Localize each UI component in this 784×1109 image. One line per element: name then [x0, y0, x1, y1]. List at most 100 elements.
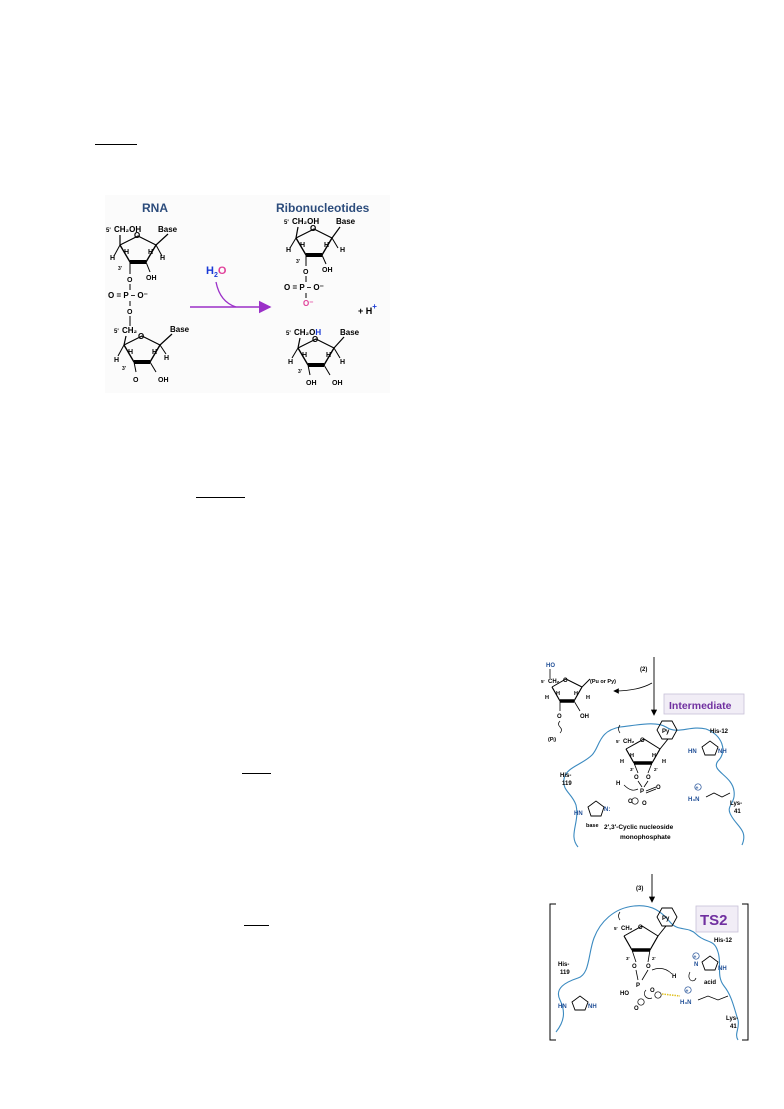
svg-text:monophosphate: monophosphate — [620, 834, 671, 841]
underline-rule — [244, 925, 269, 926]
svg-text:NH: NH — [588, 1004, 597, 1010]
svg-text:5': 5' — [114, 329, 119, 335]
svg-text:NH: NH — [718, 966, 727, 972]
svg-text:Base: Base — [340, 328, 360, 337]
svg-text:H: H — [620, 759, 624, 765]
svg-text:H: H — [630, 753, 634, 759]
svg-text:OH: OH — [332, 380, 343, 387]
svg-text:O: O — [134, 231, 140, 240]
svg-text:5': 5' — [541, 679, 545, 684]
svg-text:His-: His- — [560, 773, 571, 779]
svg-text:O: O — [634, 1006, 639, 1012]
svg-text:2': 2' — [654, 767, 658, 772]
svg-text:(2): (2) — [640, 667, 647, 673]
svg-text:(Pᵢ): (Pᵢ) — [548, 737, 556, 743]
svg-text:O: O — [646, 775, 651, 781]
svg-text:Lys-: Lys- — [730, 801, 742, 807]
ribonucleotide-upper: 5' CH₂OH O Base H H H H 3' OH O O = P – … — [284, 217, 356, 308]
rna-title: RNA — [142, 201, 168, 215]
svg-text:H₃N: H₃N — [688, 797, 699, 803]
svg-text:2': 2' — [652, 956, 656, 961]
svg-text:H: H — [324, 242, 329, 249]
svg-text:O: O — [640, 738, 645, 744]
svg-text:Lys-: Lys- — [726, 1016, 738, 1022]
rna-hydrolysis-figure-bg — [105, 195, 390, 393]
ts2-label: TS2 — [700, 912, 728, 929]
svg-text:Base: Base — [158, 225, 178, 234]
underline-rule — [95, 144, 137, 145]
svg-text:N: N — [694, 962, 698, 968]
released-nucleoside: HO 5' CH₂ O (Pu or Py) H H H H O OH (Pᵢ) — [541, 663, 616, 743]
svg-text:H: H — [574, 691, 578, 697]
svg-text:H: H — [302, 352, 307, 359]
intermediate-figure: HO 5' CH₂ O (Pu or Py) H H H H O OH (Pᵢ)… — [541, 657, 745, 848]
svg-text:O: O — [628, 799, 633, 805]
rna-hydrolysis-figure: RNA Ribonucleotides 5' CH₂OH O Base H H … — [106, 201, 377, 387]
rna-lower-sugar: 5' CH₂ O Base H H H H 3' O OH — [114, 325, 190, 384]
svg-text:119: 119 — [560, 970, 570, 976]
svg-text:119: 119 — [562, 781, 572, 787]
svg-text:H: H — [124, 249, 129, 256]
svg-text:O = P – O⁻: O = P – O⁻ — [284, 283, 324, 292]
svg-text:O: O — [127, 309, 133, 316]
svg-text:H: H — [114, 357, 119, 364]
rna-upper-sugar: 5' CH₂OH O Base H H H H 3' OH O O = P – … — [106, 225, 178, 326]
svg-text:H: H — [288, 359, 293, 366]
svg-text:3': 3' — [298, 369, 302, 375]
svg-text:CH₂OH: CH₂OH — [292, 217, 319, 226]
svg-text:H: H — [662, 759, 666, 765]
svg-text:OH: OH — [158, 377, 169, 384]
svg-text:H: H — [286, 247, 291, 254]
svg-text:OH: OH — [322, 267, 333, 274]
svg-text:HN: HN — [558, 1004, 567, 1010]
cyclic-intermediate: 5' CH₂ O Py H H H H 3' 2' O O P O O O — [616, 720, 678, 807]
svg-text:HN: HN — [688, 749, 697, 755]
svg-text:P: P — [636, 983, 640, 989]
ribonucleotide-lower: 5' CH₂OH O Base H H H H 3' OH OH — [286, 328, 360, 387]
svg-text:O: O — [638, 925, 643, 931]
svg-text:H₃N: H₃N — [680, 1000, 691, 1006]
svg-text:2′,3′-Cyclic nucleoside: 2′,3′-Cyclic nucleoside — [604, 824, 674, 831]
svg-text:H: H — [326, 352, 331, 359]
svg-text:5': 5' — [286, 331, 291, 337]
svg-text:O: O — [656, 785, 661, 791]
svg-text:OH: OH — [146, 275, 157, 282]
svg-text:O: O — [642, 801, 647, 807]
svg-text:CH₂: CH₂ — [623, 739, 635, 745]
svg-text:HO: HO — [546, 663, 555, 669]
svg-text:O⁻: O⁻ — [303, 299, 313, 308]
svg-text:CH₂: CH₂ — [122, 326, 138, 335]
svg-text:P: P — [640, 789, 644, 795]
svg-text:Base: Base — [336, 217, 356, 226]
svg-text:41: 41 — [730, 1024, 737, 1030]
svg-text:O: O — [127, 277, 133, 284]
svg-text:H: H — [160, 255, 165, 262]
svg-text:base: base — [586, 823, 599, 829]
svg-text:O: O — [310, 224, 316, 233]
svg-text:O: O — [133, 377, 139, 384]
svg-text:H: H — [616, 781, 620, 787]
svg-text:H: H — [300, 242, 305, 249]
svg-text:His-: His- — [558, 962, 569, 968]
svg-text:H: H — [672, 974, 676, 980]
svg-text:H: H — [556, 691, 560, 697]
svg-text:O: O — [138, 332, 144, 341]
svg-text:O: O — [632, 964, 637, 970]
ts2-figure: (3) TS2 5' CH₂ O Py 3' 2' O O P HO O O H — [549, 874, 749, 1041]
svg-text:H: H — [128, 349, 133, 356]
svg-text:O: O — [557, 714, 562, 720]
ribonucleotides-title: Ribonucleotides — [276, 201, 370, 215]
proton-label: + H+ — [358, 302, 377, 316]
svg-text:CH₂OH: CH₂OH — [114, 225, 141, 234]
svg-text:H: H — [164, 355, 169, 362]
svg-text:HN: HN — [574, 811, 583, 817]
svg-text:3': 3' — [122, 366, 126, 372]
svg-text:H: H — [340, 247, 345, 254]
svg-text:5': 5' — [106, 228, 111, 234]
svg-text:His-12: His-12 — [710, 729, 729, 735]
svg-text:N:: N: — [604, 807, 610, 813]
ts2-ring: 5' CH₂ O Py 3' 2' O O P HO O O H — [614, 907, 681, 1012]
svg-text:H: H — [586, 695, 590, 701]
svg-text:NH: NH — [718, 749, 727, 755]
underline-rule — [242, 773, 271, 774]
